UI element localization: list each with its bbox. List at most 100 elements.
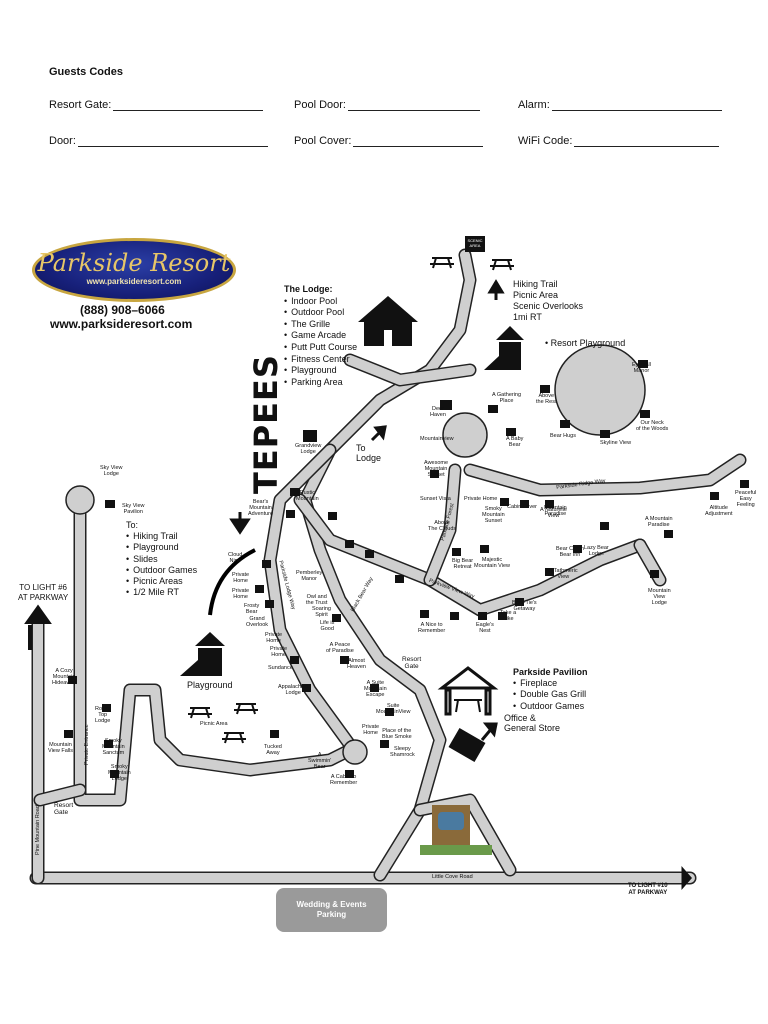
pavilion-info: Parkside Pavilion Fireplace Double Gas G… <box>513 667 588 712</box>
cabin-label: Pemberley Manor <box>296 570 323 582</box>
cabin-label: Cloud Nine <box>228 552 243 564</box>
lodge-item: Fitness Center <box>284 354 357 366</box>
to-lodge-label: To Lodge <box>356 443 382 463</box>
lodge-way <box>265 445 355 750</box>
office-label: Office & General Store <box>504 713 561 733</box>
parkview-way <box>295 495 645 615</box>
pool-cover-field[interactable]: Pool Cover: <box>294 135 484 147</box>
forest-road <box>425 465 460 585</box>
cabin-label: Eagle's Nest <box>476 622 494 634</box>
cabin-label: Private Home <box>265 632 283 644</box>
cabin-label: A Naturelle View <box>540 507 567 519</box>
cabin-label: Smoky Mountain Sunset <box>482 506 505 524</box>
scenic-area-label: SCENIC AREA <box>467 238 483 248</box>
door-line[interactable] <box>77 135 268 147</box>
cabin-label: A Swimmin' Bear <box>308 752 332 770</box>
pool-door-line[interactable] <box>347 99 480 111</box>
resort-gate-label: Resort Gate: <box>49 99 112 111</box>
playground-path <box>208 548 256 616</box>
to-amenities: To: Hiking Trail Playground Slides Outdo… <box>126 520 197 598</box>
cul-de-sac-1 <box>442 412 488 458</box>
private-entrance-label: Private Entrance <box>84 724 90 765</box>
to-lodge-arrow <box>370 425 387 442</box>
wifi-code-line[interactable] <box>574 135 720 147</box>
phone-number[interactable]: (888) 908–6066 <box>80 303 165 317</box>
cabin-label: Eyewall Manor <box>632 362 651 374</box>
alarm-line[interactable] <box>551 99 722 111</box>
logo-url: www.parksideresort.com <box>86 277 182 286</box>
scenic-area-box <box>465 236 485 252</box>
cabin-label: Take a Hike <box>500 610 517 622</box>
alarm-label: Alarm: <box>518 99 550 111</box>
office-building-icon <box>448 727 486 763</box>
hike-line: 1mi RT <box>513 312 542 322</box>
cabin-label: Sleepy Shamrock <box>390 746 415 758</box>
cabin-label: Cabin Fever <box>507 504 537 510</box>
cabin-label: Place of the Blue Smoke <box>382 728 412 740</box>
resort-gate-left-label: Resort Gate <box>54 802 74 816</box>
parkside-resort-logo: Parkside Resort www.parksideresort.com <box>32 238 236 302</box>
to-title: To: <box>126 520 139 530</box>
lodge-item: Playground <box>284 365 357 377</box>
cabin-label: Grandview Lodge <box>295 443 322 455</box>
cul-de-sac-3 <box>342 739 368 765</box>
sky-view-circle <box>65 485 95 515</box>
hike-line: Hiking Trail <box>513 279 558 289</box>
pine-mountain-road-label: Pine Mountain Road <box>35 805 41 855</box>
cabin-label: Private Home <box>464 496 498 502</box>
cabin-label: A Tathmeric View <box>549 568 578 580</box>
pavilion-item: Double Gas Grill <box>513 689 588 700</box>
website-link[interactable]: www.parksideresort.com <box>50 317 193 331</box>
cabin-arrow <box>229 512 251 535</box>
pool-door-field[interactable]: Pool Door: <box>294 99 480 111</box>
door-field[interactable]: Door: <box>49 135 268 147</box>
to-item: Hiking Trail <box>126 531 197 542</box>
left-connector <box>35 785 85 805</box>
cabin-label: Tucked Away <box>264 744 282 756</box>
to-item: Picnic Areas <box>126 576 197 587</box>
cabin-label: Appalachian Lodge <box>278 684 309 696</box>
pavilion-title: Parkside Pavilion <box>513 667 588 677</box>
cabin-label: Bear Chill'n Bear Inn <box>556 546 584 558</box>
pavilion-item: Outdoor Games <box>513 701 588 712</box>
pool-door-label: Pool Door: <box>294 99 346 111</box>
lodge-house-icon <box>358 296 418 346</box>
to-item: Outdoor Games <box>126 565 197 576</box>
cabin-label: Mountain Paradise <box>544 505 567 517</box>
resort-gate-field[interactable]: Resort Gate: <box>49 99 264 111</box>
to-item: Slides <box>126 554 197 565</box>
cabin-label: Deer Haven <box>430 406 446 418</box>
wifi-code-field[interactable]: WiFi Code: <box>518 135 720 147</box>
guest-codes-title: Guests Codes <box>49 66 123 78</box>
cabin-label: Sunset Vista <box>420 496 451 502</box>
door-label: Door: <box>49 135 76 147</box>
cabin-label: Skyline View <box>600 440 632 446</box>
cabin-label: A Nice to Remember <box>418 622 446 634</box>
hike-line: Picnic Area <box>513 290 559 300</box>
cabin-label: Majestic Mountain View <box>474 557 510 569</box>
lodge-spur <box>345 355 475 385</box>
ridge-way <box>465 455 745 495</box>
cabin-label: Mountain View Falls <box>48 742 73 754</box>
pavilion-table <box>454 699 482 713</box>
wedding-parking-button[interactable]: Wedding & Events Parking <box>276 888 387 932</box>
entrance-landscape <box>420 845 492 855</box>
lodge-item: The Grille <box>284 319 357 331</box>
tepees-label: TEPEES <box>246 354 285 494</box>
pool-cover-line[interactable] <box>353 135 484 147</box>
cabin-label: Mountain View Lodge <box>648 588 671 606</box>
lodge-item: Game Arcade <box>284 330 357 342</box>
cabin-label: A Gathering Place <box>492 392 522 404</box>
cabin-label: Life is Good <box>320 620 335 632</box>
cabin-label: Altitude Adjustment <box>705 505 733 517</box>
lodge-item: Parking Area <box>284 377 357 389</box>
cabin-label: A Cozy Mountain Hideaway <box>52 668 77 686</box>
alarm-field[interactable]: Alarm: <box>518 99 722 111</box>
resort-gate-line[interactable] <box>113 99 264 111</box>
private-entrance-road <box>75 505 355 805</box>
little-cove-road-label: Little Cove Road <box>432 874 473 880</box>
playground-icon <box>180 632 225 676</box>
to-light10-arrow <box>681 866 692 890</box>
cabin-label: Private Home <box>232 588 250 600</box>
entrance-sign-panel <box>438 812 464 830</box>
